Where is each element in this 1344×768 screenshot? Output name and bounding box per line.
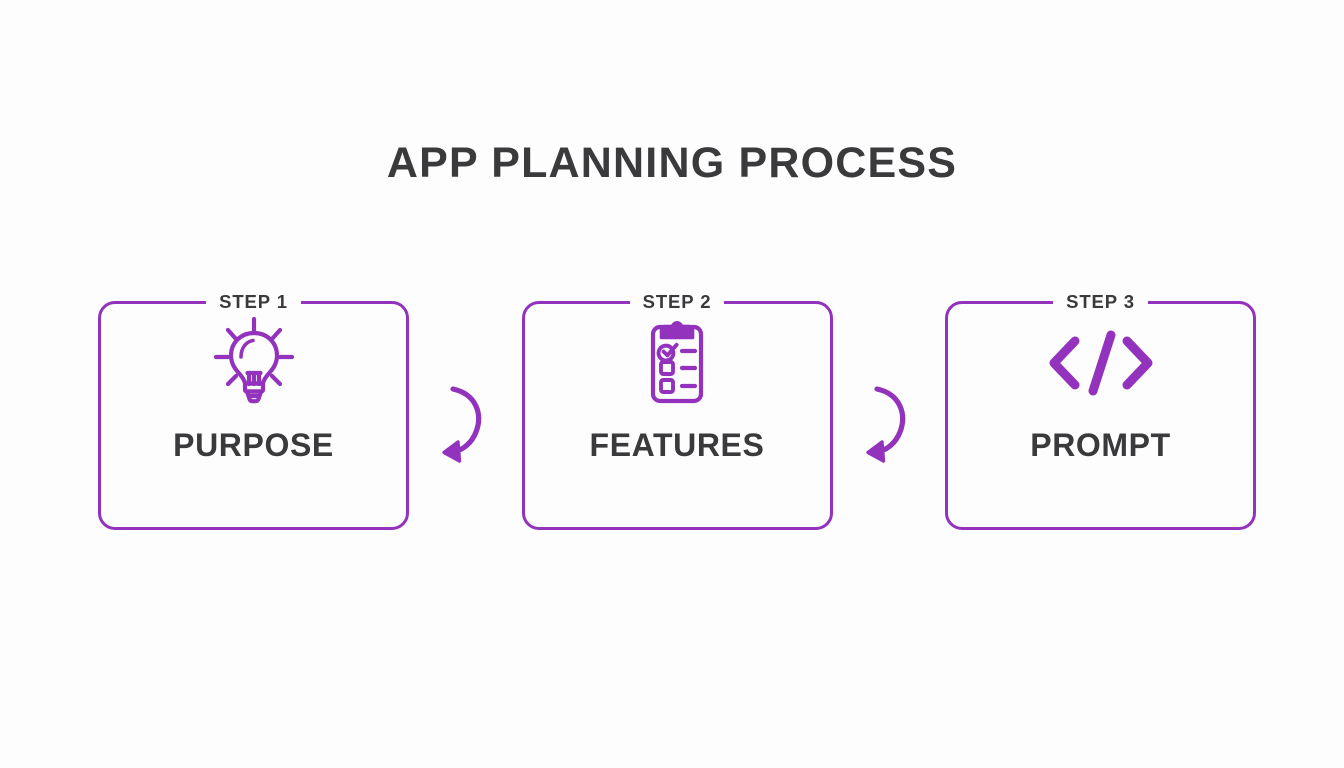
step-number-label: STEP 1 — [219, 291, 288, 312]
step-card-prompt[interactable]: STEP 3 PROMPT — [945, 291, 1256, 530]
step-card-purpose[interactable]: STEP 1 — [98, 291, 409, 530]
step-number-label: STEP 3 — [1066, 291, 1135, 312]
connector-arrow-2 — [859, 303, 919, 540]
step-card-features[interactable]: STEP 2 — [521, 291, 833, 530]
process-steps-row: STEP 1 — [98, 291, 1256, 533]
step-card-frame: STEP 1 — [98, 291, 409, 530]
step-card-frame: STEP 3 — [945, 291, 1256, 530]
connector-arrow-1 — [435, 303, 495, 540]
step-card-frame: STEP 2 — [521, 291, 833, 530]
page-title: APP PLANNING PROCESS — [386, 139, 958, 187]
step-number-label: STEP 2 — [642, 291, 712, 312]
